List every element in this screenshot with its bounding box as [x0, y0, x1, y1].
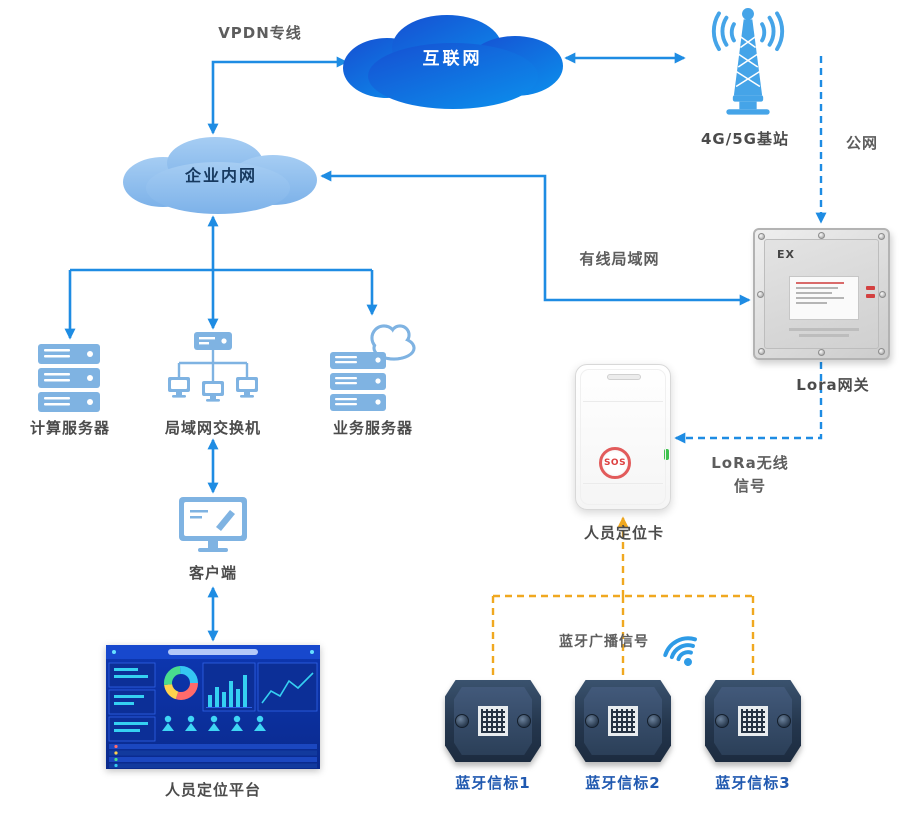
beacon-device-2	[575, 680, 671, 762]
internet-cloud-shape	[343, 15, 563, 109]
beacon-screw	[715, 714, 729, 728]
beacon-qr-code	[608, 706, 638, 736]
compute-server-icon	[36, 342, 104, 414]
label-client: 客户端	[188, 564, 237, 582]
beacon-screw	[455, 714, 469, 728]
beacon-device-1	[445, 680, 541, 762]
gateway-led	[866, 294, 875, 298]
intranet-label: 企业内网	[184, 166, 257, 185]
beacon-screw	[517, 714, 531, 728]
sos-button: SOS	[599, 447, 631, 479]
base-station-icon	[683, 2, 813, 119]
label-beacon-3: 蓝牙信标3	[715, 774, 791, 792]
bluetooth-dashed-lines	[491, 516, 755, 681]
label-business-server: 业务服务器	[332, 419, 413, 437]
lora-gateway-device: EX	[753, 228, 890, 360]
gateway-label-plate	[789, 276, 859, 320]
gateway-led	[866, 286, 875, 290]
beacon-qr-code	[738, 706, 768, 736]
label-lan-switch: 局域网交换机	[164, 419, 261, 437]
beacon-qr-code	[478, 706, 508, 736]
label-vpdn: VPDN专线	[218, 24, 302, 42]
dashed-blue-arrows	[674, 56, 827, 444]
beacon-device-3	[705, 680, 801, 762]
beacon-screw	[647, 714, 661, 728]
label-lora-signal: LoRa无线 信号	[711, 454, 789, 495]
positioning-card-device: SOS	[575, 364, 671, 510]
internet-label: 互联网	[422, 48, 483, 69]
label-positioning-card: 人员定位卡	[583, 524, 664, 542]
internet-cloud: 互联网	[335, 8, 570, 116]
solid-blue-arrows	[64, 52, 751, 642]
label-wired-lan: 有线局域网	[579, 250, 660, 268]
business-server-icon	[328, 318, 416, 412]
platform-screenshot	[106, 645, 320, 769]
gateway-ex-marking: EX	[777, 248, 795, 261]
label-public-net: 公网	[845, 134, 878, 152]
label-beacon-1: 蓝牙信标1	[455, 774, 531, 792]
beacon-screw	[777, 714, 791, 728]
label-beacon-2: 蓝牙信标2	[585, 774, 661, 792]
label-compute-server: 计算服务器	[29, 419, 110, 437]
label-base-station: 4G/5G基站	[701, 130, 789, 148]
client-icon	[178, 496, 248, 560]
label-platform: 人员定位平台	[164, 781, 261, 799]
beacon-screw	[585, 714, 599, 728]
label-bt-broadcast: 蓝牙广播信号	[559, 634, 649, 650]
card-status-led	[664, 449, 669, 460]
lan-switch-icon	[167, 332, 259, 412]
bluetooth-signal-icon	[662, 622, 718, 674]
lanyard-slot	[607, 374, 641, 380]
label-lora-gateway: Lora网关	[796, 376, 870, 394]
intranet-cloud-shape	[123, 137, 317, 214]
intranet-cloud: 企业内网	[115, 128, 327, 220]
